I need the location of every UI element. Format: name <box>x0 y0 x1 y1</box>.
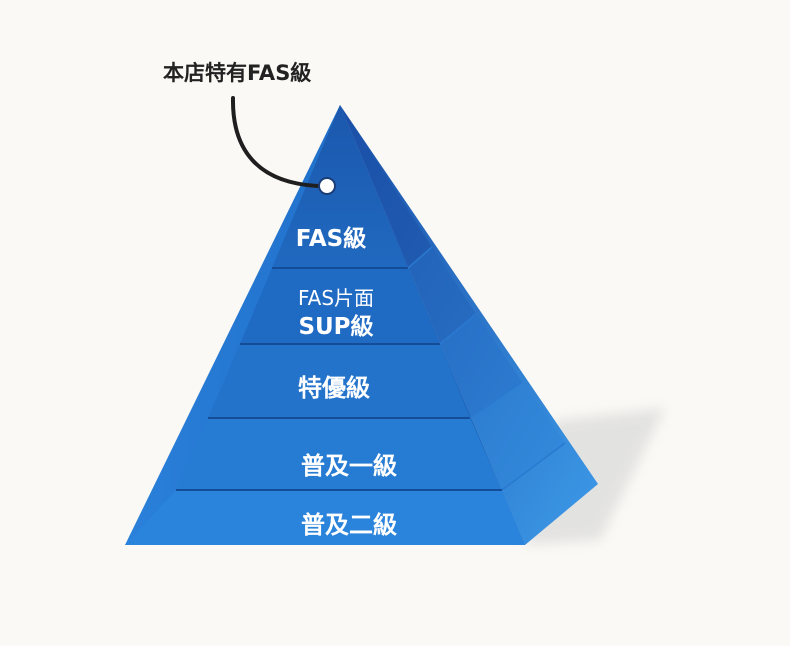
tier-band-5 <box>125 490 525 545</box>
side-band-4 <box>470 382 565 490</box>
tier-label-3: 特優級 <box>298 374 370 402</box>
side-divider-2 <box>439 313 477 345</box>
callout-dot <box>318 177 336 195</box>
tier-label-2-line1: FAS片面 <box>298 286 374 310</box>
tier-label-4: 普及一級 <box>301 452 397 480</box>
side-band-1 <box>340 105 432 268</box>
callout-line <box>230 96 320 188</box>
side-divider-1 <box>407 246 433 269</box>
tier-label-5: 普及二級 <box>301 511 397 539</box>
tier-band-1 <box>272 105 408 268</box>
tier-label-1: FAS級 <box>296 225 366 252</box>
side-band-3 <box>440 314 522 418</box>
side-band-2 <box>408 247 476 344</box>
tier-band-4 <box>176 418 502 490</box>
side-divider-4 <box>501 442 566 491</box>
tier-label-2-line2: SUP級 <box>298 313 373 340</box>
side-divider-3 <box>469 381 523 419</box>
callout-label: 本店特有FAS級 <box>163 61 311 85</box>
tier-band-2 <box>240 268 440 344</box>
tier-band-3 <box>208 344 470 418</box>
